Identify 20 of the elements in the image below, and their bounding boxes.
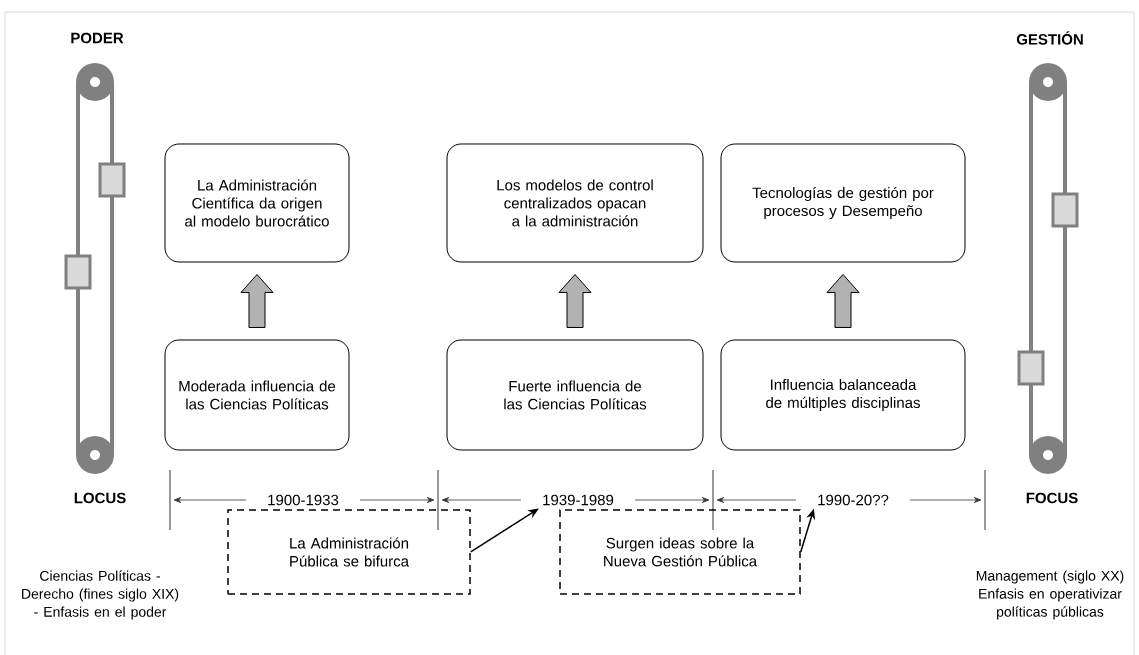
rounded-box: Fuerte influencia de las Ciencias Políticas bbox=[446, 339, 704, 451]
dashed-box: La Administración Pública se bifurca bbox=[227, 509, 471, 595]
rounded-box: La Administración Científica da origen al modelo burocrático bbox=[164, 143, 350, 263]
rounded-box: Influencia balanceada de múltiples disciplinas bbox=[720, 339, 966, 451]
block-arrow bbox=[240, 274, 274, 328]
heading: PODER bbox=[71, 32, 124, 44]
note-text: Ciencias Políticas - Derecho (fines siglo XIX) - Enfasis en el poder bbox=[22, 570, 179, 620]
rounded-box: Tecnologías de gestión por procesos y Desempeño bbox=[720, 143, 966, 263]
block-arrow bbox=[558, 274, 592, 328]
heading: GESTIÓN bbox=[1016, 31, 1083, 45]
dashed-box: Surgen ideas sobre la Nueva Gestión Pública bbox=[559, 509, 801, 595]
note-text: Management (siglo XX) Enfasis en operativizar políticas públicas bbox=[976, 570, 1124, 620]
period-label: 1990-20?? bbox=[818, 494, 889, 506]
block-arrow bbox=[826, 274, 860, 328]
heading: LOCUS bbox=[74, 492, 126, 504]
rounded-box: Los modelos de control centralizados opacan a la administración bbox=[446, 143, 704, 263]
rounded-box: Moderada influencia de las Ciencias Políticas bbox=[164, 339, 350, 451]
period-label: 1939-1989 bbox=[543, 494, 614, 506]
period-label: 1900-1933 bbox=[268, 494, 339, 506]
heading: FOCUS bbox=[1026, 492, 1078, 504]
